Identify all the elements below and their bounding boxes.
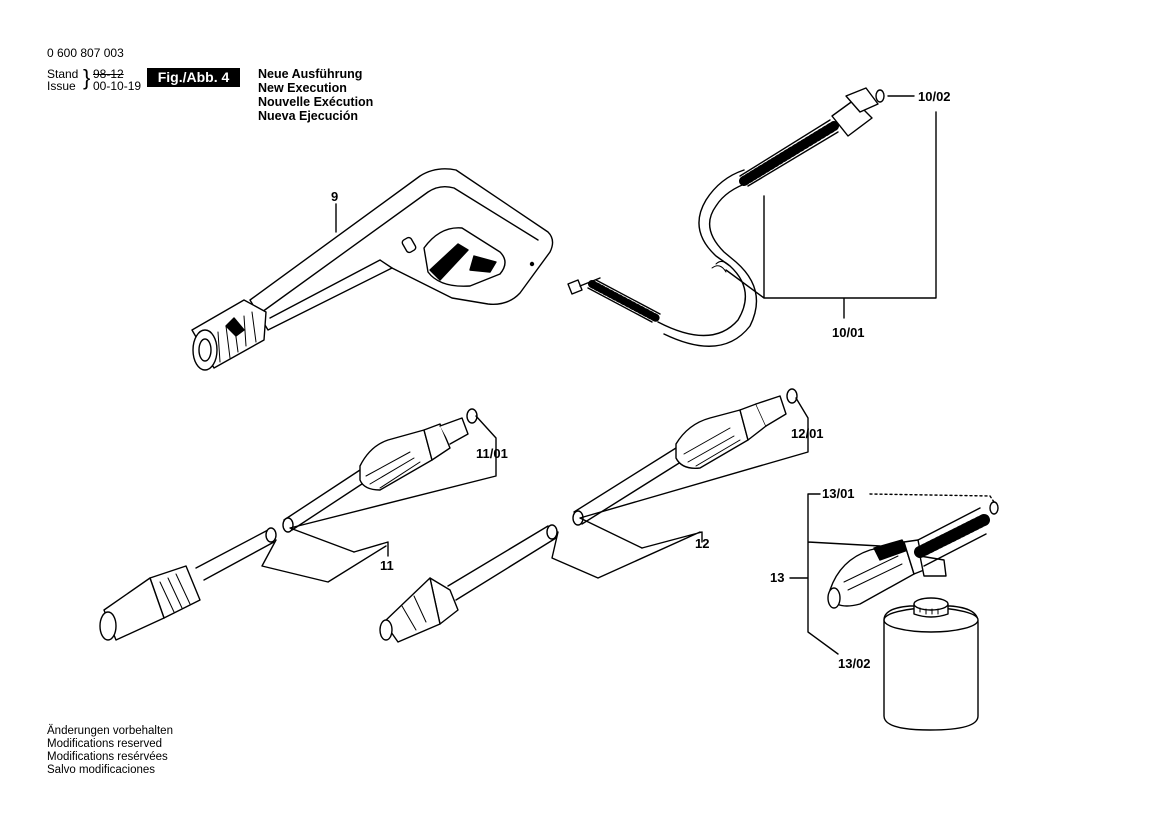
hose-drawing <box>567 87 885 347</box>
callout-12-01: 12/01 <box>791 426 824 441</box>
callout-9: 9 <box>331 189 339 204</box>
stand-label: Stand <box>47 67 79 81</box>
title-fr: Nouvelle Exécution <box>258 95 374 109</box>
footer-line-en: Modifications reserved <box>47 738 163 750</box>
footer-line-de: Änderungen vorbehalten <box>47 725 173 737</box>
foam-nozzle-drawing <box>827 501 999 609</box>
callout-11-01: 11/01 <box>476 446 508 461</box>
callout-10-02: 10/02 <box>918 89 951 104</box>
part-number: 0 600 807 003 <box>47 46 124 60</box>
figure-badge: Fig./Abb. 4 <box>147 68 240 87</box>
footer-notice: Änderungen vorbehalten Modifications res… <box>47 725 173 777</box>
callout-13-01: 13/01 <box>822 486 855 501</box>
title-de: Neue Ausführung <box>258 67 363 81</box>
execution-titles: Neue Ausführung New Execution Nouvelle E… <box>258 67 373 123</box>
spray-gun-drawing <box>191 168 554 371</box>
callout-12: 12 <box>695 536 710 551</box>
callout-11: 11 <box>380 558 394 573</box>
foam-bottle-drawing <box>883 597 979 731</box>
lance-11-drawing <box>99 408 478 641</box>
stand-value: 98-12 <box>93 67 124 81</box>
issue-label: Issue <box>47 79 76 93</box>
brace-glyph: } <box>83 65 91 90</box>
callout-13-02: 13/02 <box>838 656 871 671</box>
callout-10-01: 10/01 <box>832 325 865 340</box>
leader-lines <box>261 95 995 655</box>
footer-line-fr: Modifications resérvées <box>47 751 168 763</box>
title-en: New Execution <box>258 81 347 95</box>
issue-value: 00-10-19 <box>93 79 142 93</box>
lance-12-drawing <box>379 388 798 643</box>
title-es: Nueva Ejecución <box>258 109 359 123</box>
footer-line-es: Salvo modificaciones <box>47 764 156 776</box>
callout-13: 13 <box>770 570 785 585</box>
